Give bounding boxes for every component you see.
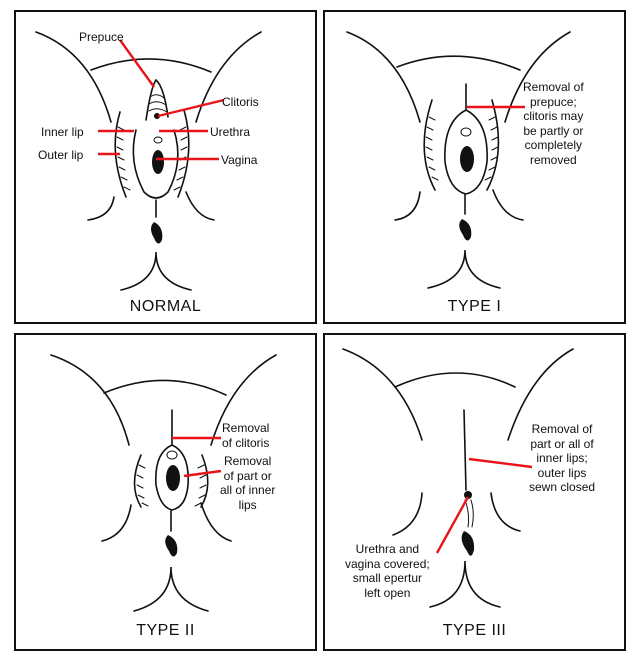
right-thigh-line — [504, 31, 571, 123]
urethra-opening — [166, 450, 178, 460]
label-vagina: Vagina — [221, 153, 258, 167]
annotation-line: be partly or — [523, 123, 584, 138]
annotation-type-2-clitoris: Removal of clitoris — [222, 421, 269, 450]
anus-shape — [165, 535, 178, 557]
left-buttock-line — [101, 504, 132, 542]
label-prepuce: Prepuce — [79, 30, 124, 44]
annotation-line: prepuce; — [530, 94, 577, 109]
urethra-opening — [153, 136, 163, 144]
leader-inner-lips-removal — [183, 469, 222, 478]
left-buttock-line — [87, 196, 115, 221]
annotation-line: clitoris may — [523, 109, 584, 124]
right-buttock-line — [490, 492, 521, 532]
anatomy-drawing-type-3 — [342, 348, 574, 608]
label-clitoris: Clitoris — [222, 95, 259, 109]
wound-outline — [155, 444, 189, 511]
annotation-line: outer lips — [537, 465, 587, 480]
leader-type-3-lips — [468, 457, 533, 469]
outer-lip-right — [486, 99, 500, 191]
annotation-type-2-inner-lips: Removal of part or all of inner lips — [220, 454, 275, 512]
annotation-line: small epertur — [352, 571, 423, 586]
annotation-line: of part or — [223, 468, 272, 483]
left-buttock-line — [394, 191, 421, 221]
outer-lip-right — [177, 109, 190, 198]
right-thigh-line — [507, 348, 574, 441]
annotation-type-3-lips: Removal of part or all of inner lips; ou… — [529, 422, 595, 495]
lower-crease — [427, 249, 501, 289]
annotation-line: sewn closed — [529, 480, 596, 495]
outer-lip-left — [133, 454, 142, 508]
anatomy-drawing-type-1 — [346, 31, 571, 289]
annotation-line: vagina covered; — [345, 556, 430, 571]
annotation-line: Removal — [224, 454, 272, 468]
leader-type-3-aperture — [435, 496, 470, 554]
outer-lip-hatching — [425, 116, 499, 181]
annotation-line: of clitoris — [222, 435, 270, 450]
panel-type-3: Removal of part or all of inner lips; ou… — [323, 333, 626, 651]
inner-lip-outline — [132, 129, 179, 199]
pubic-line — [103, 379, 227, 396]
panel-type-2: Removal of clitoris Removal of part or a… — [14, 333, 317, 651]
sewn-closure-line — [463, 409, 467, 491]
left-buttock-line — [392, 492, 423, 536]
anatomy-drawing-normal — [35, 31, 262, 291]
right-buttock-line — [185, 191, 215, 221]
panel-title-type-3: TYPE III — [442, 622, 507, 639]
anatomy-drawing-type-2 — [50, 354, 277, 612]
left-thigh-line — [50, 354, 130, 446]
left-thigh-line — [35, 31, 112, 123]
panel-type-1: Removal of prepuce; clitoris may be part… — [323, 10, 626, 324]
inner-lip-outline — [444, 109, 488, 195]
left-thigh-line — [346, 31, 421, 123]
annotation-line: inner lips; — [536, 451, 588, 466]
panel-title-type-2: TYPE II — [136, 622, 195, 639]
clitoris-dot — [154, 113, 160, 119]
panel-title-normal: NORMAL — [129, 298, 202, 315]
outer-lip-left — [423, 99, 436, 191]
lower-crease — [133, 566, 209, 612]
pubic-line — [90, 58, 212, 73]
annotation-type-1: Removal of prepuce; clitoris may be part… — [523, 80, 584, 168]
label-outer-lip: Outer lip — [38, 148, 84, 162]
prepuce-shape — [145, 78, 169, 121]
pubic-line — [394, 372, 516, 388]
pubic-line — [396, 55, 521, 71]
label-urethra: Urethra — [210, 125, 251, 139]
urethra-opening — [460, 127, 472, 137]
left-thigh-line — [342, 348, 423, 441]
annotation-line: Removal — [222, 421, 270, 435]
right-thigh-line — [195, 31, 262, 123]
leader-clitoris — [157, 98, 225, 118]
annotation-line: completely — [524, 138, 583, 153]
annotation-line: Removal of — [531, 422, 593, 436]
annotation-line: lips — [238, 497, 257, 512]
prepuce-folds — [148, 94, 168, 113]
annotation-line: part or all of — [530, 436, 594, 451]
anus-shape — [151, 222, 163, 244]
lower-crease — [429, 560, 501, 608]
right-thigh-line — [210, 354, 277, 446]
right-buttock-line — [200, 502, 232, 542]
annotation-line: all of inner — [220, 483, 276, 498]
panel-normal: Prepuce Clitoris Inner lip Urethra Outer… — [14, 10, 317, 324]
vaginal-opening — [460, 146, 474, 172]
annotation-line: removed — [530, 152, 577, 167]
vaginal-opening — [166, 465, 180, 491]
annotation-line: left open — [364, 585, 411, 600]
annotation-line: Removal of — [523, 80, 584, 94]
annotation-line: Urethra and — [355, 542, 420, 556]
leader-prepuce — [119, 39, 155, 88]
anus-shape — [459, 219, 472, 241]
lower-crease — [120, 251, 192, 291]
right-buttock-line — [492, 189, 524, 221]
outer-lip-right — [200, 454, 209, 508]
annotation-type-3-aperture: Urethra and vagina covered; small epertu… — [345, 542, 430, 600]
perineum-lines — [464, 499, 474, 528]
label-inner-lip: Inner lip — [41, 125, 84, 139]
small-aperture — [464, 491, 472, 499]
outer-lip-hatching — [136, 464, 207, 507]
anus-shape — [461, 531, 475, 556]
vaginal-opening — [152, 150, 164, 174]
panel-title-type-1: TYPE I — [447, 298, 502, 315]
